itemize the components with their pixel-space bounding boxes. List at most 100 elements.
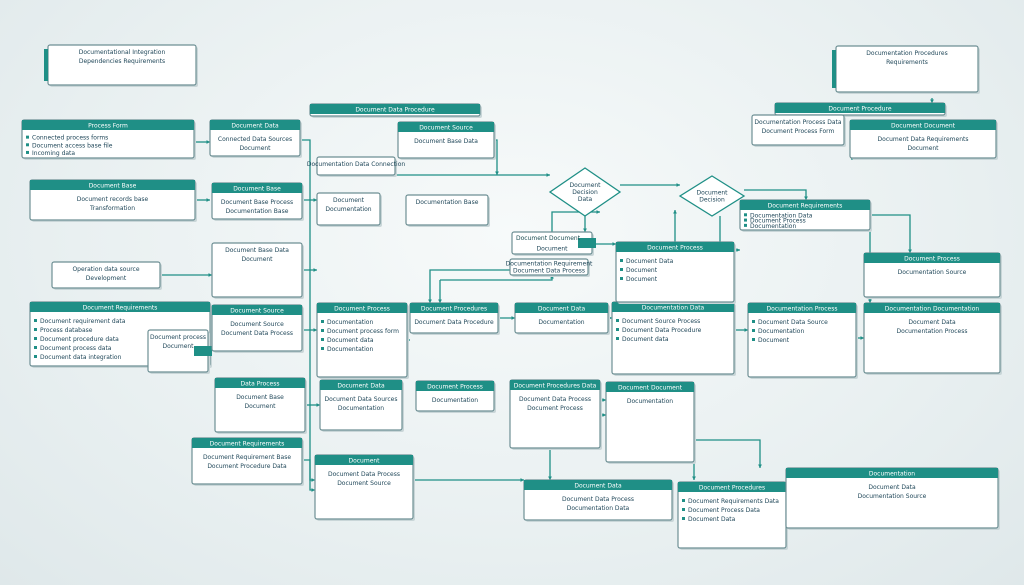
- process-node[interactable]: Documentation Data Connection: [307, 156, 406, 177]
- node-title: Document Process: [904, 256, 960, 263]
- node-line-text: Requirements: [886, 59, 928, 66]
- node-title: Document Process: [334, 306, 390, 313]
- node-line-text: Documentation Procedures: [866, 50, 947, 57]
- node-line-text: Document: [162, 343, 194, 350]
- arrow-head-icon: [612, 242, 616, 246]
- node-line-text: Document: [333, 197, 365, 204]
- node-line-text: Document procedure data: [40, 336, 119, 343]
- node-frame: [51, 261, 161, 289]
- process-node[interactable]: Document Data Procedure: [309, 103, 482, 118]
- process-node[interactable]: Documentational IntegrationDependencies …: [44, 44, 198, 87]
- connector-line: [429, 269, 512, 303]
- node-line-text: Document Data Process: [519, 396, 591, 403]
- node-line-text: Documentation Source: [898, 269, 967, 276]
- node-header-bar: [320, 380, 402, 390]
- node-line-text: Transformation: [89, 205, 135, 212]
- node-line-text: Documentation: [750, 223, 796, 230]
- node-title: Document Requirements: [768, 203, 843, 210]
- node-line-text: Documentation: [758, 328, 804, 335]
- node-line-text: Document Base: [236, 394, 284, 401]
- node-line-text: Document Data Process: [221, 330, 293, 337]
- decision-label: Document: [569, 182, 601, 189]
- node-header-bar: [510, 380, 600, 390]
- node-line-text: Document Data Sources: [325, 396, 398, 403]
- decision-label: Decision: [572, 189, 598, 196]
- node-line-text: Document data: [622, 336, 669, 343]
- node-line-text: Documentation Data: [567, 505, 630, 512]
- node-line-text: Document Procedure Data: [207, 463, 287, 470]
- node-title: Document Data: [538, 306, 586, 313]
- node-line-text: Document Data Procedure: [414, 319, 494, 326]
- arrow-head-icon: [438, 299, 442, 303]
- bullet-icon: [620, 259, 623, 262]
- bullet-icon: [34, 346, 37, 349]
- bullet-icon: [34, 355, 37, 358]
- node-title: Document Requirements: [83, 305, 158, 312]
- bullet-icon: [321, 320, 324, 323]
- node-title: Document Data: [231, 123, 279, 130]
- node-header-bar: [786, 468, 998, 478]
- node-line-text: Documentation Process Data: [754, 119, 841, 126]
- node-layer: Documentational IntegrationDependencies …: [21, 44, 1002, 550]
- node-title: Documentation: [869, 471, 915, 478]
- node-line-text: Documentation: [432, 397, 478, 404]
- arrow-head-icon: [676, 183, 680, 187]
- node-line-text: Document Base Data: [414, 138, 478, 145]
- node-line-text: Document Base Data: [225, 247, 289, 254]
- process-node[interactable]: Documentation Base: [405, 194, 490, 227]
- decision-diamond: [548, 167, 622, 217]
- node-header-bar: [416, 381, 494, 391]
- arrow-head-icon: [311, 488, 315, 492]
- node-tab-marker: [194, 346, 212, 356]
- bullet-icon: [744, 223, 747, 227]
- node-title: Document Process: [427, 384, 483, 391]
- arrow-head-icon: [313, 328, 317, 332]
- process-node[interactable]: Document Procedure: [774, 102, 947, 117]
- node-line-text: Document Source Process: [622, 318, 700, 325]
- node-line-text: Document Data: [868, 484, 916, 491]
- arrow-head-icon: [311, 478, 315, 482]
- node-line-text: Document Source: [337, 480, 391, 487]
- node-title: Document: [348, 458, 380, 465]
- node-header-bar: [612, 302, 734, 312]
- node-frame: [509, 379, 601, 449]
- arrow-head-icon: [520, 478, 524, 482]
- bullet-icon: [744, 218, 747, 222]
